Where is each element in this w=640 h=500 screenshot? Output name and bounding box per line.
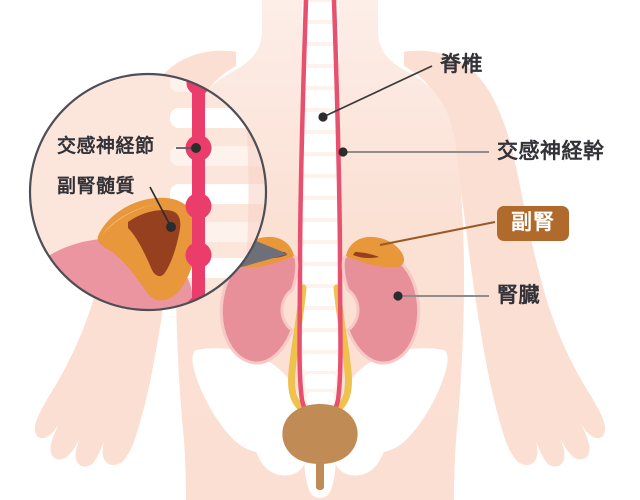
label-spine: 脊椎 xyxy=(440,52,483,76)
bladder-body xyxy=(282,404,358,464)
label-kidney: 腎臓 xyxy=(497,283,540,307)
ganglion-node-icon xyxy=(185,242,212,268)
adrenal-right-medulla xyxy=(353,252,379,259)
leader-line-spine xyxy=(322,65,433,118)
leader-endpoint-dot-icon xyxy=(338,147,348,157)
leader-endpoint-dot-icon xyxy=(318,112,328,122)
right-arm-shape xyxy=(404,50,606,467)
leader-lines xyxy=(149,65,496,301)
label-adrenal-medulla: 副腎髄質 xyxy=(57,175,136,197)
inset-border xyxy=(28,72,268,312)
leader-line-adrenal xyxy=(379,220,496,247)
pelvis-group xyxy=(192,348,448,498)
urethra xyxy=(316,459,324,490)
leader-endpoint-dot-icon xyxy=(191,143,201,153)
right-arm xyxy=(404,50,606,467)
adrenal-right-cortex xyxy=(346,236,405,268)
bladder xyxy=(282,404,358,490)
leader-endpoint-dot-icon xyxy=(166,222,176,232)
leader-line-adrenal-medulla xyxy=(149,186,172,228)
ganglion-node-icon xyxy=(185,193,212,219)
spine-vertebrae xyxy=(302,0,339,430)
label-sympathetic-trunk: 交感神経幹 xyxy=(497,139,605,163)
label-adrenal-gland-chip: 副腎 xyxy=(497,206,569,241)
leader-endpoint-dot-icon xyxy=(393,291,403,301)
label-sympathetic-ganglion: 交感神経節 xyxy=(57,135,155,157)
